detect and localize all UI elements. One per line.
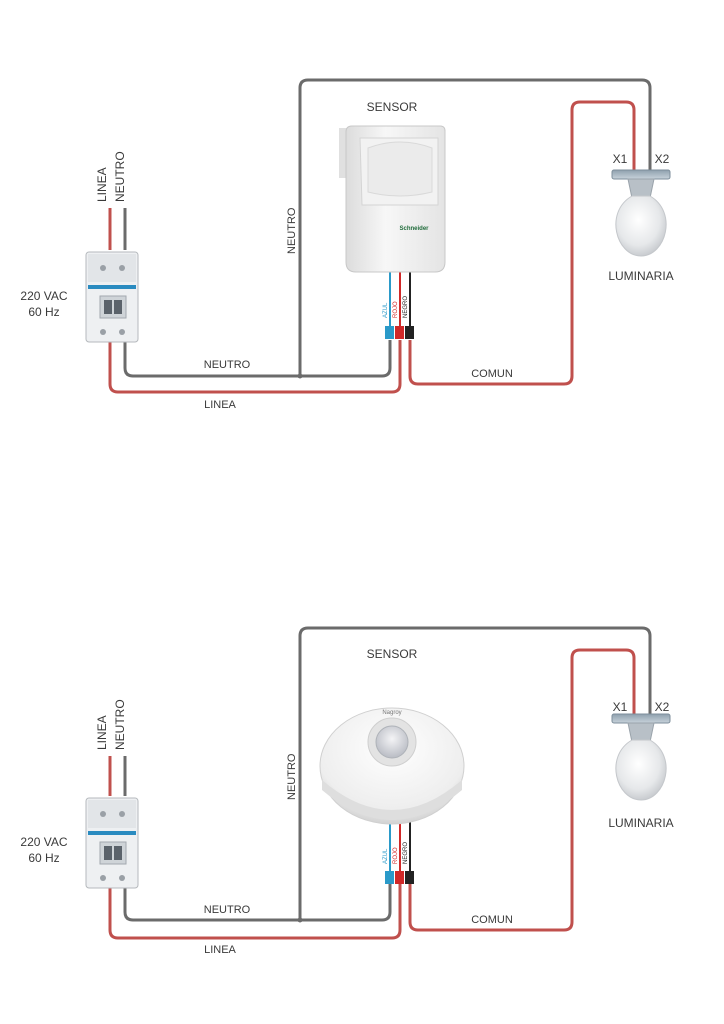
ceiling-pir-sensor-icon: Nagroy	[319, 707, 465, 825]
comun-wire-label: COMUN	[471, 914, 513, 926]
supply-frequency-label: 60 Hz	[28, 305, 59, 319]
sensor-title: SENSOR	[367, 647, 418, 661]
sensor-terminals	[385, 326, 414, 339]
neutro-junction	[297, 373, 303, 379]
sensor-brand-label: Schneider	[399, 226, 429, 232]
neutro-vertical-label: NEUTRO	[113, 151, 127, 202]
x2-label: X2	[655, 700, 670, 714]
neutro-breaker-wire	[123, 340, 392, 378]
diagram-2: Nagroy SENSOR X1 X2 LUMINARIA 220 VAC 60…	[20, 626, 674, 956]
linea-breaker-wire	[108, 340, 402, 394]
x1-label: X1	[613, 152, 628, 166]
lead-rojo-label: ROJO	[393, 301, 399, 318]
neutro-wire-label: NEUTRO	[204, 359, 251, 371]
comun-wire-label: COMUN	[471, 368, 513, 380]
circuit-breaker-icon	[85, 797, 139, 889]
sensor-brand-label: Nagroy	[382, 710, 401, 716]
sensor-title: SENSOR	[367, 100, 418, 114]
neutro-wire-label: NEUTRO	[204, 904, 251, 916]
luminaria-bulb-icon	[611, 713, 671, 801]
x1-label: X1	[613, 700, 628, 714]
linea-vertical-label: LINEA	[95, 715, 109, 750]
comun-wire	[408, 100, 636, 386]
x2-label: X2	[655, 152, 670, 166]
neutro-mid-label: NEUTRO	[286, 753, 298, 800]
supply-voltage-label: 220 VAC	[20, 289, 67, 303]
lead-azul-label: AZUL	[383, 848, 389, 864]
luminaria-label: LUMINARIA	[608, 816, 673, 830]
lead-azul-label: AZUL	[383, 302, 389, 318]
neutro-mid-label: NEUTRO	[286, 207, 298, 254]
lead-rojo-label: ROJO	[393, 847, 399, 864]
neutro-breaker-wire	[123, 884, 392, 922]
diagram-1: Schneider SENSOR X1 X2 LUMINARIA 220 VAC…	[20, 78, 674, 411]
neutro-top-loop-wire	[298, 626, 652, 920]
comun-wire	[408, 648, 636, 932]
linea-vertical-label: LINEA	[95, 167, 109, 202]
circuit-breaker-icon	[85, 251, 139, 343]
neutro-top-loop-wire	[298, 78, 652, 376]
supply-frequency-label: 60 Hz	[28, 851, 59, 865]
sensor-terminals	[385, 871, 414, 884]
luminaria-bulb-icon	[611, 169, 671, 257]
linea-wire-label: LINEA	[204, 944, 236, 956]
luminaria-label: LUMINARIA	[608, 269, 673, 283]
neutro-junction	[297, 917, 303, 923]
linea-wire-label: LINEA	[204, 399, 236, 411]
wall-pir-sensor-icon: Schneider	[339, 125, 446, 273]
linea-breaker-wire	[108, 884, 402, 940]
supply-voltage-label: 220 VAC	[20, 835, 67, 849]
neutro-vertical-label: NEUTRO	[113, 699, 127, 750]
lead-negro-label: NEGRO	[403, 296, 409, 318]
lead-negro-label: NEGRO	[403, 842, 409, 864]
